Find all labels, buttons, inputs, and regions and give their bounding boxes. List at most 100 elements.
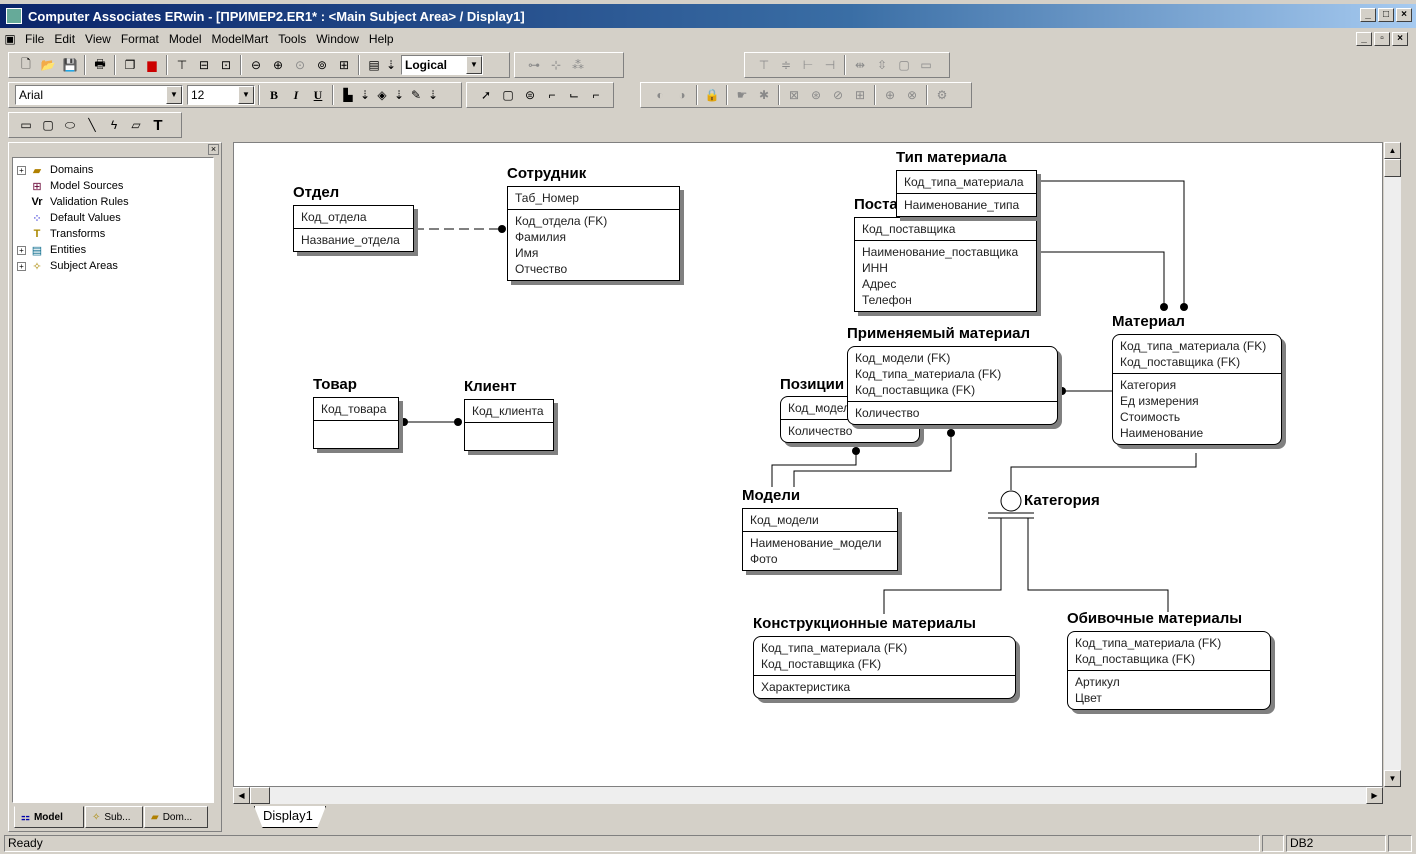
- zoom-out-icon[interactable]: ⊖: [250, 58, 262, 72]
- relationship-postavshik-material[interactable]: [1037, 251, 1165, 307]
- mm-open-icon[interactable]: ◑: [678, 88, 686, 102]
- font-color-dropdown-icon[interactable]: ⇣: [359, 88, 371, 102]
- zoom-fit-icon[interactable]: ⊚: [316, 58, 328, 72]
- mm-security-icon[interactable]: ⊠: [788, 88, 800, 102]
- entity-tip-materiala[interactable]: Код_типа_материала Наименование_типа: [896, 170, 1037, 217]
- zoom-in-icon[interactable]: ⊕: [272, 58, 284, 72]
- comment-display-icon[interactable]: ⊡: [220, 58, 232, 72]
- entity-primenyaemyi-material[interactable]: Код_модели (FK) Код_типа_материала (FK) …: [847, 346, 1058, 425]
- polyline-tool-icon[interactable]: ϟ: [110, 118, 118, 132]
- entity-obiv-materialy[interactable]: Код_типа_материала (FK) Код_поставщика (…: [1067, 631, 1271, 710]
- diagram-canvas[interactable]: Отдел Код_отдела Название_отдела Сотрудн…: [233, 142, 1383, 787]
- font-color-icon[interactable]: ▙: [343, 88, 353, 102]
- new-icon[interactable]: 🗋: [21, 56, 31, 71]
- entity-sotrudnik[interactable]: Таб_Номер Код_отдела (FK) Фамилия Имя От…: [507, 186, 680, 281]
- align-middle-icon[interactable]: ≑: [780, 58, 792, 72]
- copy-icon[interactable]: ❐: [124, 58, 136, 72]
- entity-modeli[interactable]: Код_модели Наименование_модели Фото: [742, 508, 898, 571]
- menu-model[interactable]: Model: [168, 32, 202, 46]
- font-select[interactable]: Arial▼: [15, 85, 183, 105]
- same-width-icon[interactable]: ▭: [920, 58, 932, 72]
- entity-tool-icon[interactable]: ▢: [502, 88, 514, 102]
- view-mode-select[interactable]: Logical▼: [401, 55, 483, 75]
- relationship-modeli-primenyaemyi[interactable]: [793, 433, 952, 487]
- minimize-button[interactable]: _: [1360, 8, 1376, 22]
- line-color-dropdown-icon[interactable]: ⇣: [427, 88, 439, 102]
- line-tool-icon[interactable]: ╲: [88, 118, 96, 132]
- display-level-icon[interactable]: ▤: [368, 58, 380, 72]
- document-icon[interactable]: ▣: [4, 32, 16, 46]
- mm-grid-icon[interactable]: ⊞: [854, 88, 866, 102]
- tree-node-subject-areas[interactable]: +✧Subject Areas: [17, 258, 118, 274]
- fill-color-dropdown-icon[interactable]: ⇣: [393, 88, 405, 102]
- mm-merge-icon[interactable]: ⊕: [884, 88, 896, 102]
- entity-postavshik[interactable]: Код_поставщика Наименование_поставщика И…: [854, 217, 1037, 312]
- scroll-down-icon[interactable]: ▼: [1384, 770, 1401, 787]
- colors-icon[interactable]: ▆: [147, 58, 157, 72]
- relationship-category-obiv[interactable]: [1027, 518, 1169, 612]
- mm-connect-icon[interactable]: ◐: [656, 88, 664, 102]
- entity-tovar[interactable]: Код_товара: [313, 397, 399, 449]
- entity-display-icon[interactable]: ⊤: [176, 58, 188, 72]
- mm-action-icon[interactable]: ☛: [736, 88, 748, 102]
- open-icon[interactable]: 📂: [40, 58, 56, 72]
- print-icon[interactable]: 🖶: [94, 56, 106, 71]
- layout-tree-icon[interactable]: ⊹: [550, 58, 562, 72]
- pointer-icon[interactable]: ➚: [480, 88, 492, 102]
- layout-hierarchy-icon[interactable]: ⁂: [572, 58, 584, 72]
- maximize-button[interactable]: □: [1378, 8, 1394, 22]
- fill-color-icon[interactable]: ◈: [377, 88, 387, 102]
- identifying-relationship-icon[interactable]: ⌐: [548, 88, 556, 102]
- entity-klient[interactable]: Код_клиента: [464, 399, 554, 451]
- bold-button[interactable]: B: [269, 87, 278, 102]
- expand-icon[interactable]: +: [17, 261, 26, 271]
- mm-library-icon[interactable]: ⊘: [832, 88, 844, 102]
- tree-node-default-values[interactable]: ⁘Default Values: [17, 210, 120, 226]
- tab-display1[interactable]: Display1: [254, 806, 326, 828]
- horizontal-scroll-thumb[interactable]: [250, 787, 270, 804]
- close-button[interactable]: ×: [1396, 8, 1412, 22]
- align-left-icon[interactable]: ⊢: [802, 58, 814, 72]
- scroll-left-icon[interactable]: ◀: [233, 787, 250, 804]
- mm-lock-icon[interactable]: 🔒: [704, 88, 720, 102]
- mm-settings-icon[interactable]: ⚙: [936, 88, 948, 102]
- category-symbol[interactable]: [1000, 490, 1022, 512]
- polygon-tool-icon[interactable]: ▱: [131, 118, 141, 132]
- entity-konstr-materialy[interactable]: Код_типа_материала (FK) Код_поставщика (…: [753, 636, 1016, 699]
- vertical-scroll-thumb[interactable]: [1384, 159, 1401, 177]
- align-right-icon[interactable]: ⊣: [824, 58, 836, 72]
- mm-sync-icon[interactable]: ⊗: [906, 88, 918, 102]
- tab-domains[interactable]: ▰Dom...: [144, 806, 208, 828]
- menu-view[interactable]: View: [85, 32, 111, 46]
- relationship-modeli-pozicii[interactable]: [771, 450, 857, 487]
- menu-format[interactable]: Format: [120, 32, 159, 46]
- font-size-select[interactable]: 12▼: [187, 85, 255, 105]
- italic-button[interactable]: I: [293, 87, 299, 102]
- ellipse-tool-icon[interactable]: ⬭: [64, 117, 76, 132]
- relationship-material-category[interactable]: [1010, 453, 1197, 490]
- tree-node-model-sources[interactable]: ⊞Model Sources: [17, 178, 123, 194]
- tree-node-entities[interactable]: +▤Entities: [17, 242, 86, 258]
- layout-relationships-icon[interactable]: ⊶: [528, 58, 540, 72]
- zoom-page-icon[interactable]: ⊞: [338, 58, 350, 72]
- doc-restore-button[interactable]: ▫: [1374, 32, 1390, 46]
- non-identifying-relationship-icon[interactable]: ⌐: [592, 88, 600, 102]
- vertical-scrollbar[interactable]: ▲ ▼: [1384, 142, 1401, 787]
- zoom-normal-icon[interactable]: ⊙: [294, 58, 306, 72]
- rectangle-tool-icon[interactable]: ▭: [20, 118, 32, 132]
- space-vertical-icon[interactable]: ⇳: [876, 58, 888, 72]
- mm-users-icon[interactable]: ⊛: [810, 88, 822, 102]
- line-color-icon[interactable]: ✎: [410, 88, 422, 102]
- menu-tools[interactable]: Tools: [278, 32, 307, 46]
- same-size-icon[interactable]: ▢: [898, 58, 910, 72]
- menu-file[interactable]: File: [25, 32, 45, 46]
- menu-help[interactable]: Help: [368, 32, 394, 46]
- panel-close-icon[interactable]: ×: [208, 144, 219, 155]
- expand-icon[interactable]: +: [17, 245, 26, 255]
- menu-window[interactable]: Window: [316, 32, 359, 46]
- underline-button[interactable]: U: [313, 87, 323, 102]
- space-horizontal-icon[interactable]: ⇹: [854, 58, 866, 72]
- entity-material[interactable]: Код_типа_материала (FK) Код_поставщика (…: [1112, 334, 1282, 445]
